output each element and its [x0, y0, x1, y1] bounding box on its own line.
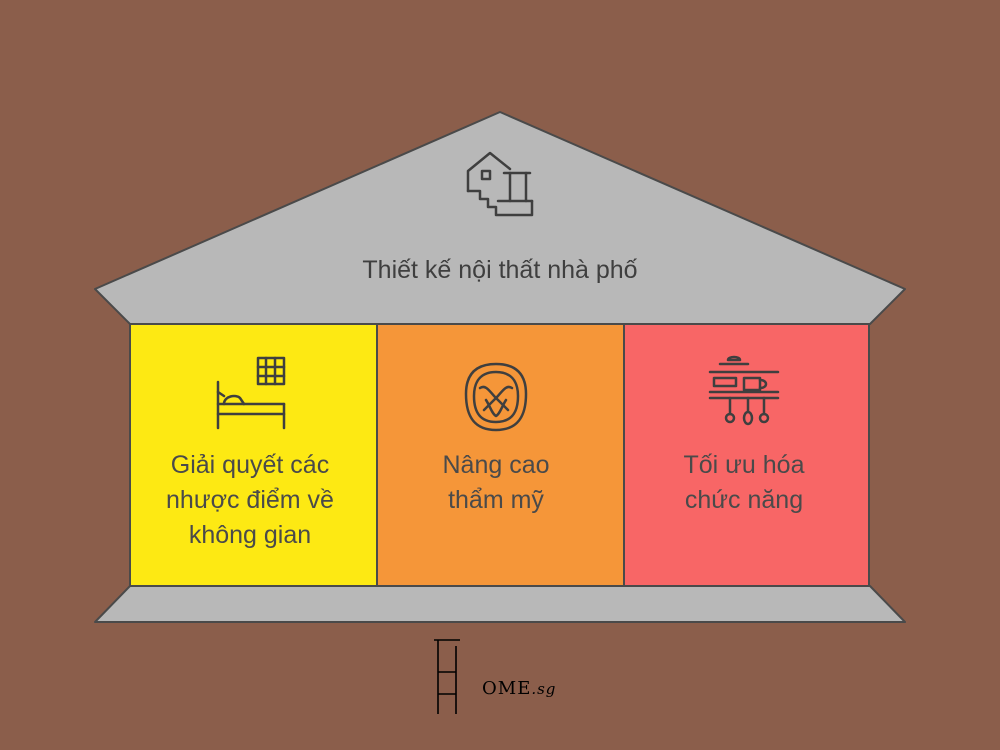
pillar-2-label: Nâng cao thẩm mỹ	[380, 448, 612, 518]
fhome-logo	[434, 639, 460, 714]
pillar-1-label: Giải quyết các nhược điểm về không gian	[134, 448, 366, 553]
pillar-2-label-line: thẩm mỹ	[448, 486, 544, 514]
logo-suffix: .sg	[531, 680, 557, 698]
pillar-2-label-line: Nâng cao	[442, 451, 550, 479]
pillar-2-background	[376, 321, 625, 587]
pillar-1-label-line: nhược điểm về	[166, 486, 334, 514]
kitchen-shelf-icon	[708, 355, 780, 426]
pillar-1-label-line: Giải quyết các	[170, 451, 330, 479]
diagram-title: Thiết kế nội thất nhà phố	[362, 256, 638, 284]
bed-window-icon	[216, 356, 286, 430]
armchair-icon	[464, 362, 528, 432]
house-stairs-icon	[466, 151, 534, 217]
pillar-1-background	[129, 321, 378, 587]
pillar-1-label-line: không gian	[188, 521, 312, 549]
pillar-3-label: Tối ưu hóa chức năng	[628, 448, 860, 518]
pillar-3-label-line: chức năng	[684, 486, 804, 514]
pillar-3-label-line: Tối ưu hóa	[683, 451, 805, 479]
logo-letters-main: OME	[482, 678, 532, 699]
logo-text: OME.sg	[482, 678, 556, 699]
roof	[94, 111, 906, 325]
base-platform	[94, 585, 906, 623]
